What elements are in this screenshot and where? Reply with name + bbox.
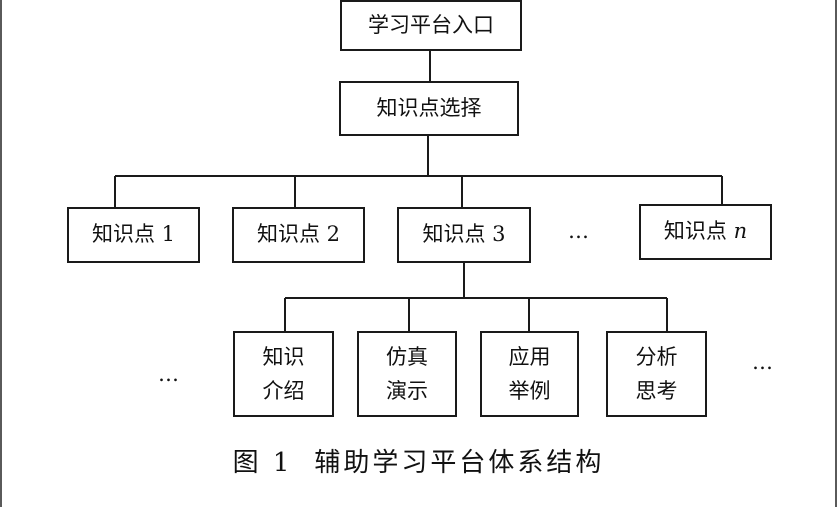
sub-item-line2: 思考 bbox=[635, 379, 678, 403]
sub-item-line1: 知识 bbox=[262, 345, 305, 369]
knowledge-point-label: 知识点 2 bbox=[256, 222, 341, 247]
ellipsis-sub-left: … bbox=[158, 362, 180, 386]
ellipsis-knowledge-points: … bbox=[568, 219, 590, 243]
knowledge-point-label: 知识点 3 bbox=[422, 222, 506, 247]
sub-item-line1: 分析 bbox=[635, 345, 678, 369]
knowledge-point-box-2: 知识点 2 bbox=[232, 207, 365, 263]
selector-box: 知识点选择 bbox=[339, 81, 519, 136]
sub-item-box-4: 分析 思考 bbox=[606, 331, 707, 417]
sub-item-line2: 演示 bbox=[386, 379, 428, 403]
knowledge-point-box-3: 知识点 3 bbox=[397, 207, 531, 263]
figure-caption: 图 1 辅助学习平台体系结构 bbox=[0, 442, 837, 479]
sub-item-line1: 仿真 bbox=[386, 345, 428, 369]
sub-item-box-2: 仿真 演示 bbox=[357, 331, 457, 417]
knowledge-point-label: 知识点 n bbox=[663, 219, 748, 244]
sub-item-line2: 介绍 bbox=[262, 379, 305, 403]
knowledge-point-box-n: 知识点 n bbox=[639, 204, 772, 260]
knowledge-point-box-1: 知识点 1 bbox=[67, 207, 200, 263]
figure-title: 辅助学习平台体系结构 bbox=[314, 448, 605, 478]
sub-item-line1: 应用 bbox=[508, 345, 551, 369]
sub-item-box-1: 知识 介绍 bbox=[233, 331, 334, 417]
selector-label: 知识点选择 bbox=[376, 95, 482, 120]
knowledge-point-label: 知识点 1 bbox=[91, 222, 176, 247]
figure-number: 图 1 bbox=[232, 448, 293, 478]
ellipsis-sub-right: … bbox=[752, 350, 774, 374]
root-label: 学习平台入口 bbox=[368, 12, 494, 37]
root-box: 学习平台入口 bbox=[340, 0, 522, 51]
sub-item-box-3: 应用 举例 bbox=[480, 331, 579, 417]
sub-item-line2: 举例 bbox=[508, 379, 551, 403]
